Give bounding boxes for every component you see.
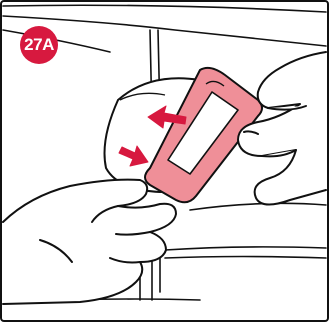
step-number-badge: 27A [20,26,58,64]
